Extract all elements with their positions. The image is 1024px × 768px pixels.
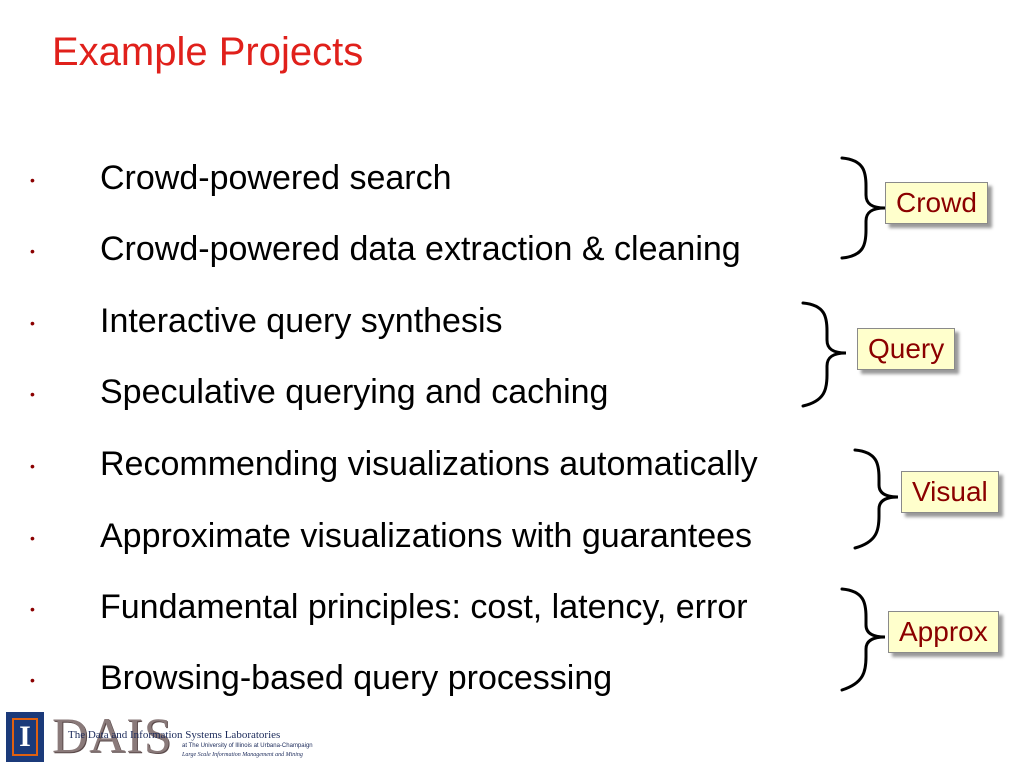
bullet-item: • Interactive query synthesis bbox=[0, 301, 880, 345]
bullet-item: • Approximate visualizations with guaran… bbox=[0, 516, 880, 560]
dais-tagline: Large Scale Information Management and M… bbox=[182, 752, 303, 758]
bullet-item: • Browsing-based query processing bbox=[0, 658, 880, 702]
bullet-text: Approximate visualizations with guarante… bbox=[100, 517, 753, 555]
group-label-query: Query bbox=[857, 328, 956, 370]
bullet-item: • Crowd-powered search bbox=[0, 158, 880, 202]
brace-visual-icon bbox=[853, 448, 899, 550]
bullet-item: • Recommending visualizations automatica… bbox=[0, 444, 880, 488]
brace-query-icon bbox=[801, 301, 847, 408]
dais-wordmark: DAIS bbox=[52, 707, 173, 763]
bullet-icon: • bbox=[30, 172, 35, 188]
bullet-text: Fundamental principles: cost, latency, e… bbox=[100, 588, 748, 626]
bullet-item: • Speculative querying and caching bbox=[0, 372, 880, 416]
uiuc-logo-icon: I bbox=[6, 712, 44, 762]
bullet-icon: • bbox=[30, 672, 35, 688]
dais-affiliation: at The University of Illinois at Urbana-… bbox=[182, 743, 313, 749]
bullet-icon: • bbox=[30, 315, 35, 331]
group-label-approx: Approx bbox=[888, 611, 999, 653]
group-label-crowd: Crowd bbox=[885, 182, 988, 224]
bullet-text: Crowd-powered data extraction & cleaning bbox=[100, 230, 741, 268]
brace-approx-icon bbox=[840, 587, 886, 692]
bullet-item: • Fundamental principles: cost, latency,… bbox=[0, 587, 880, 631]
bullet-icon: • bbox=[30, 601, 35, 617]
bullet-text: Recommending visualizations automaticall… bbox=[100, 445, 758, 483]
brace-crowd-icon bbox=[840, 156, 886, 260]
bullet-text: Interactive query synthesis bbox=[100, 302, 503, 340]
bullet-text: Browsing-based query processing bbox=[100, 659, 613, 697]
group-label-visual: Visual bbox=[901, 471, 999, 513]
dais-logo: I DAIS The Data and Information Systems … bbox=[6, 708, 346, 764]
bullet-text: Speculative querying and caching bbox=[100, 373, 609, 411]
bullet-icon: • bbox=[30, 458, 35, 474]
dais-subtitle: The Data and Information Systems Laborat… bbox=[68, 729, 281, 741]
bullet-text: Crowd-powered search bbox=[100, 159, 452, 197]
slide-title: Example Projects bbox=[52, 30, 364, 74]
uiuc-letter: I bbox=[12, 718, 38, 756]
bullet-icon: • bbox=[30, 530, 35, 546]
bullet-icon: • bbox=[30, 243, 35, 259]
bullet-item: • Crowd-powered data extraction & cleani… bbox=[0, 229, 880, 273]
bullet-icon: • bbox=[30, 386, 35, 402]
